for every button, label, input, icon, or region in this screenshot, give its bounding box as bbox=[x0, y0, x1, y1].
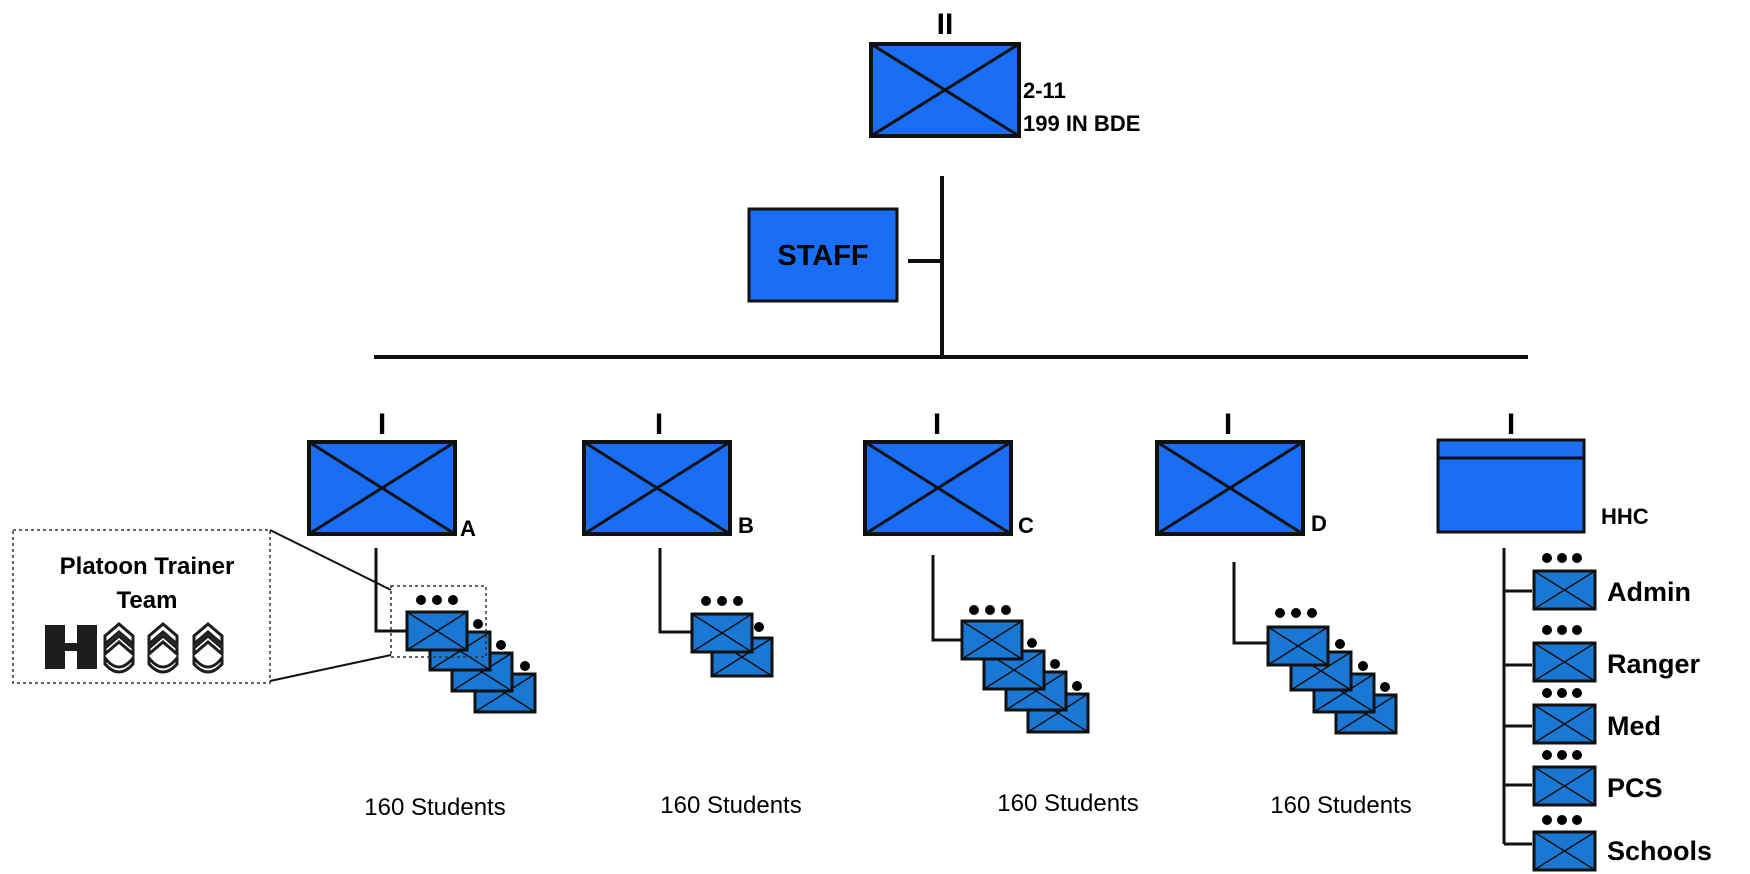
company-c-students: 160 Students bbox=[997, 790, 1138, 817]
battalion-symbol bbox=[869, 42, 1021, 138]
hhc-section-pcs: PCS bbox=[1504, 750, 1663, 807]
hhc-section-admin: Admin bbox=[1504, 553, 1691, 611]
platoon-symbol bbox=[1266, 625, 1330, 667]
callout-leader-top bbox=[269, 529, 392, 591]
hhc-section-label: Ranger bbox=[1607, 649, 1701, 679]
company-c-connector bbox=[931, 555, 962, 642]
company-d-connector bbox=[1232, 562, 1268, 645]
company-d-echelon: I bbox=[1224, 408, 1232, 441]
company-d-label: D bbox=[1311, 511, 1327, 536]
hhc-symbol bbox=[1436, 438, 1586, 534]
company-a-students: 160 Students bbox=[364, 794, 505, 821]
hhc-section-label: Schools bbox=[1607, 836, 1712, 866]
company-c-symbol bbox=[863, 440, 1013, 536]
platoon-symbol bbox=[405, 610, 469, 652]
company-d-platoons bbox=[1266, 608, 1398, 735]
callout-leader-bottom bbox=[269, 654, 392, 682]
company-b-platoons bbox=[690, 596, 774, 678]
company-b-echelon: I bbox=[655, 408, 663, 441]
company-a-echelon: I bbox=[378, 408, 386, 441]
hhc-section-label: Admin bbox=[1607, 577, 1691, 607]
company-c-echelon: I bbox=[933, 408, 941, 441]
platoon-symbol bbox=[960, 619, 1024, 661]
company-d-students: 160 Students bbox=[1270, 792, 1411, 819]
company-a-platoons bbox=[405, 595, 537, 714]
company-c-platoons bbox=[960, 605, 1090, 734]
hhc-section-schools: Schools bbox=[1504, 815, 1712, 872]
battalion-echelon: II bbox=[937, 8, 954, 41]
staff-box bbox=[747, 207, 899, 303]
battalion-unit-line1: 2-11 bbox=[1023, 78, 1066, 103]
staff-sergeant-rank-icon bbox=[192, 622, 224, 674]
company-a-connector bbox=[374, 548, 406, 633]
staff-label: STAFF bbox=[777, 240, 868, 272]
callout-highlight-box bbox=[390, 585, 487, 658]
captain-rank-icon bbox=[45, 625, 97, 669]
platoon-symbol bbox=[690, 612, 754, 654]
hhc-section-ranger: Ranger bbox=[1504, 625, 1701, 683]
hhc-section-label: Med bbox=[1607, 711, 1661, 741]
hhc-echelon: I bbox=[1507, 408, 1515, 441]
company-a-symbol bbox=[307, 440, 457, 536]
battalion-unit-line2: 199 IN BDE bbox=[1023, 111, 1140, 136]
hhc-section-med: Med bbox=[1504, 688, 1661, 745]
company-a-label: A bbox=[460, 516, 476, 541]
hhc-section-label: PCS bbox=[1607, 773, 1663, 803]
callout-title-line1: Platoon Trainer bbox=[60, 553, 235, 580]
company-b-symbol bbox=[582, 440, 732, 536]
hhc-label: HHC bbox=[1601, 504, 1649, 529]
callout-title-line2: Team bbox=[117, 587, 178, 614]
company-b-students: 160 Students bbox=[660, 792, 801, 819]
company-c-label: C bbox=[1018, 513, 1034, 538]
company-b-connector bbox=[658, 548, 692, 634]
staff-sergeant-rank-icon bbox=[147, 622, 179, 674]
staff-sergeant-rank-icon bbox=[103, 622, 135, 674]
company-b-label: B bbox=[738, 513, 754, 538]
company-d-symbol bbox=[1155, 440, 1305, 536]
